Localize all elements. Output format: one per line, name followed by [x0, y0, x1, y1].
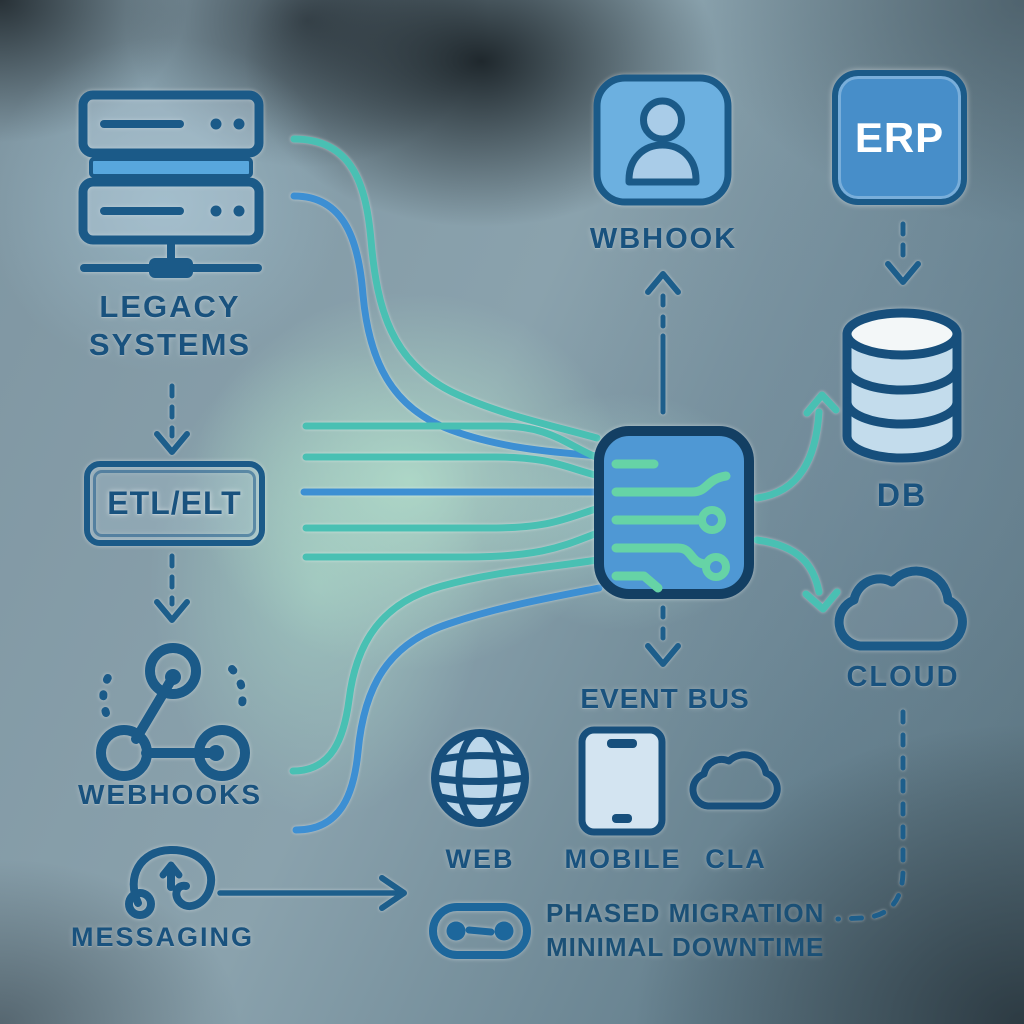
webhook-triangle-icon [96, 643, 250, 781]
arrow-erp-db [885, 221, 921, 285]
cla-label: CLA [705, 844, 767, 874]
globe-icon [431, 729, 529, 827]
legacy-label: LEGACY SYSTEMS [50, 288, 290, 364]
wbhook-label: WBHOOK [589, 223, 738, 255]
etl-node: ETL/ELT [84, 461, 265, 546]
server-stack-icon [78, 90, 264, 278]
dashed-cloud-caption [835, 709, 906, 922]
db-label: DB [876, 477, 928, 513]
circuit-chip-icon [594, 426, 754, 599]
arrow-hub-db [753, 391, 840, 502]
caption-line1: PHASED MIGRATION [546, 898, 825, 928]
event-bus-label: EVENT BUS [580, 683, 750, 714]
caption-line2: MINIMAL DOWNTIME [546, 932, 825, 962]
arrow-hub-cloud [753, 536, 841, 613]
etl-label: ETL/ELT [107, 485, 242, 521]
erp-label: ERP [854, 113, 945, 161]
legacy-label-line2: SYSTEMS [88, 327, 252, 362]
arrow-messaging [217, 875, 407, 911]
etl-inner-border [93, 470, 256, 537]
mobile-device-icon [578, 726, 666, 836]
cloud-small-icon [689, 751, 781, 810]
webhooks-label: WEBHOOKS [78, 779, 262, 810]
legacy-label-line1: LEGACY [99, 289, 241, 324]
user-icon [593, 74, 732, 206]
database-icon [842, 308, 962, 463]
messaging-label: MESSAGING [70, 922, 255, 952]
message-swirl-icon [125, 845, 216, 919]
cloud-label: CLOUD [846, 661, 960, 693]
cloud-icon [834, 566, 967, 651]
arrow-legacy-etl [154, 383, 190, 455]
arrow-etl-webhooks [154, 553, 190, 623]
erp-badge: ERP [832, 70, 967, 205]
flow-lines [289, 135, 604, 834]
web-label: WEB [445, 844, 515, 874]
mobile-label: MOBILE [564, 844, 682, 874]
arrow-hub-eventbus [645, 605, 681, 667]
link-pill-icon [429, 903, 531, 959]
arrow-hub-wbhook [645, 271, 681, 415]
caption: PHASED MIGRATION MINIMAL DOWNTIME [546, 896, 856, 964]
